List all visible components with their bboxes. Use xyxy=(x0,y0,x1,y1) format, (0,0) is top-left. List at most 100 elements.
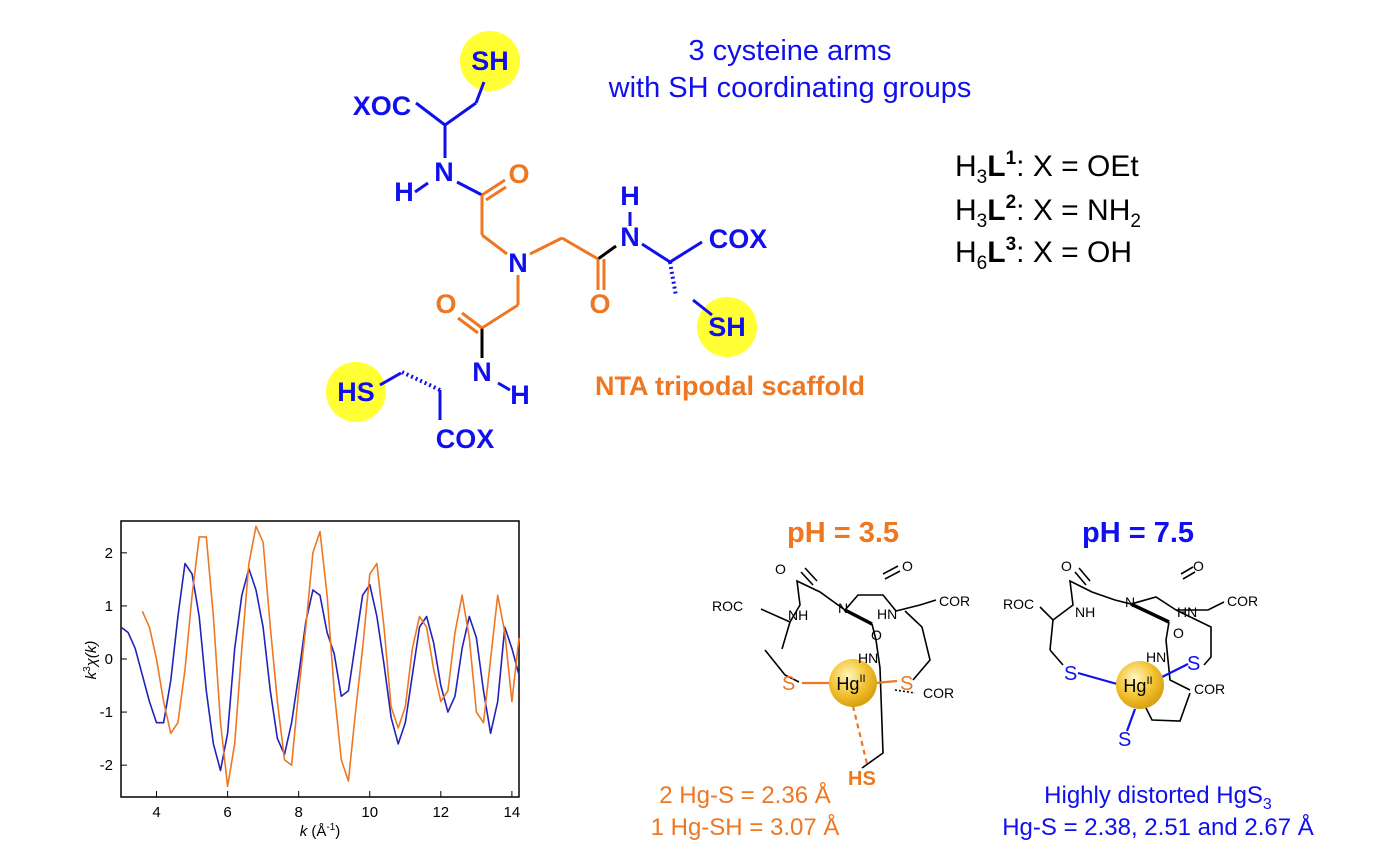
svg-text:ROC: ROC xyxy=(712,598,743,614)
svg-text:SH: SH xyxy=(708,312,746,342)
complex-ph35: pH = 3.5 HgII ROC COR COR NH HN xyxy=(651,517,971,841)
svg-text:S: S xyxy=(782,673,795,695)
y-tick-label: 1 xyxy=(105,598,113,615)
svg-text:XOC: XOC xyxy=(353,91,412,121)
ligand-2: H3L2: X = NH2 xyxy=(955,192,1141,232)
nta-bonds xyxy=(457,178,606,335)
complex-ph75: pH = 7.5 HgII ROC COR COR NH HN xyxy=(1002,517,1314,841)
x-axis-label: k (Å-1) xyxy=(300,822,341,840)
header: 3 cysteine arms with SH coordinating gro… xyxy=(608,35,972,104)
series-line-1 xyxy=(120,562,520,772)
svg-text:COX: COX xyxy=(709,224,768,254)
svg-text:N: N xyxy=(472,357,492,387)
svg-text:O: O xyxy=(871,627,882,643)
svg-text:S: S xyxy=(1118,729,1131,751)
ph75-title: pH = 7.5 xyxy=(1082,517,1194,549)
svg-text:S: S xyxy=(900,673,913,695)
svg-text:Hg-S = 2.38, 2.51 and 2.67 Å: Hg-S = 2.38, 2.51 and 2.67 Å xyxy=(1002,813,1314,841)
svg-text:H: H xyxy=(510,380,530,410)
amide-bonds xyxy=(480,244,617,358)
svg-text:N: N xyxy=(838,600,848,616)
svg-text:S: S xyxy=(1187,653,1200,675)
ph35-s-labels: S S HS xyxy=(782,673,913,790)
svg-text:Highly distorted HgS3: Highly distorted HgS3 xyxy=(1044,782,1272,813)
svg-text:O: O xyxy=(1061,558,1072,574)
ph35-notes: 2 Hg-S = 2.36 Å 1 Hg-SH = 3.07 Å xyxy=(651,781,840,841)
x-tick-label: 14 xyxy=(504,804,521,821)
ligand-1: H3L1: X = OEt xyxy=(955,148,1139,188)
x-tick-label: 8 xyxy=(295,804,303,821)
svg-text:O: O xyxy=(589,289,610,319)
ph75-hg-bonds xyxy=(1077,663,1189,732)
svg-text:O: O xyxy=(435,289,456,319)
svg-text:COR: COR xyxy=(939,593,970,609)
svg-text:N: N xyxy=(1125,594,1135,610)
y-ticks: 2 1 0 -1 -2 xyxy=(100,545,127,774)
ph75-labels: ROC COR COR NH HN HN N O O O xyxy=(1003,558,1258,697)
series-line-2 xyxy=(141,525,520,788)
y-tick-label: 2 xyxy=(105,545,113,562)
ph35-labels: ROC COR COR NH HN HN N O O O xyxy=(712,558,970,701)
y-tick-label: 0 xyxy=(105,651,113,668)
svg-text:HS: HS xyxy=(337,377,375,407)
svg-text:COR: COR xyxy=(1194,681,1225,697)
svg-text:HS: HS xyxy=(848,768,876,790)
scaffold-label: NTA tripodal scaffold xyxy=(595,371,865,401)
svg-text:COR: COR xyxy=(1227,593,1258,609)
header-line2: with SH coordinating groups xyxy=(608,72,972,104)
svg-text:COR: COR xyxy=(923,685,954,701)
hg-label-ph75: HgII xyxy=(1123,675,1152,696)
svg-text:O: O xyxy=(1193,558,1204,574)
svg-text:N: N xyxy=(508,248,528,278)
sh-highlight-top xyxy=(460,31,520,91)
svg-text:2 Hg-S = 2.36 Å: 2 Hg-S = 2.36 Å xyxy=(659,781,830,809)
svg-text:N: N xyxy=(434,157,454,187)
cysteine-bonds xyxy=(379,81,713,420)
svg-text:O: O xyxy=(508,159,529,189)
ph75-notes: Highly distorted HgS3 Hg-S = 2.38, 2.51 … xyxy=(1002,782,1314,841)
svg-text:HN: HN xyxy=(1146,649,1166,665)
x-tick-label: 4 xyxy=(152,804,160,821)
sh-highlight-left xyxy=(326,362,386,422)
ligand-3: H6L3: X = OH xyxy=(955,234,1132,274)
stereo-wedges xyxy=(401,102,678,392)
svg-text:O: O xyxy=(775,561,786,577)
ph35-title: pH = 3.5 xyxy=(787,517,899,549)
ph35-hg-bonds xyxy=(802,679,898,765)
svg-text:1 Hg-SH = 3.07 Å: 1 Hg-SH = 3.07 Å xyxy=(651,813,840,841)
header-line1: 3 cysteine arms xyxy=(688,35,891,67)
svg-text:S: S xyxy=(1064,663,1077,685)
ligand-list: H3L1: X = OEt H3L2: X = NH2 H6L3: X = OH xyxy=(955,148,1141,274)
hg-label-ph35: HgII xyxy=(836,673,865,694)
svg-text:HN: HN xyxy=(877,606,897,622)
x-tick-label: 12 xyxy=(432,804,449,821)
svg-text:HN: HN xyxy=(858,650,878,666)
x-ticks: 4 6 8 10 12 14 xyxy=(152,791,520,821)
plot-area xyxy=(120,520,520,798)
svg-text:HN: HN xyxy=(1177,604,1197,620)
svg-text:SH: SH xyxy=(471,46,509,76)
ph75-bonds xyxy=(1039,566,1225,722)
svg-text:O: O xyxy=(1173,625,1184,641)
y-tick-label: -2 xyxy=(100,757,113,774)
atom-labels: SH SH HS XOC COX COX N H N H N H N O O O xyxy=(337,46,767,454)
hg-atom-ph35 xyxy=(829,659,877,707)
x-tick-label: 6 xyxy=(223,804,231,821)
svg-text:NH: NH xyxy=(788,607,808,623)
svg-text:COX: COX xyxy=(436,424,495,454)
svg-text:NH: NH xyxy=(1075,604,1095,620)
svg-text:O: O xyxy=(902,558,913,574)
hg-atom-ph75 xyxy=(1116,661,1164,709)
ph35-bonds xyxy=(760,565,937,769)
scaffold-structure: SH SH HS XOC COX COX N H N H N H N O O O… xyxy=(326,31,865,454)
svg-text:H: H xyxy=(620,181,640,211)
y-axis-label: k3χ(k) xyxy=(82,641,100,680)
ph75-s-labels: S S S xyxy=(1064,653,1200,751)
y-tick-label: -1 xyxy=(100,704,113,721)
svg-text:ROC: ROC xyxy=(1003,596,1034,612)
sh-highlight-right xyxy=(697,297,757,357)
x-tick-label: 10 xyxy=(361,804,378,821)
svg-text:N: N xyxy=(620,222,640,252)
svg-text:H: H xyxy=(394,177,414,207)
